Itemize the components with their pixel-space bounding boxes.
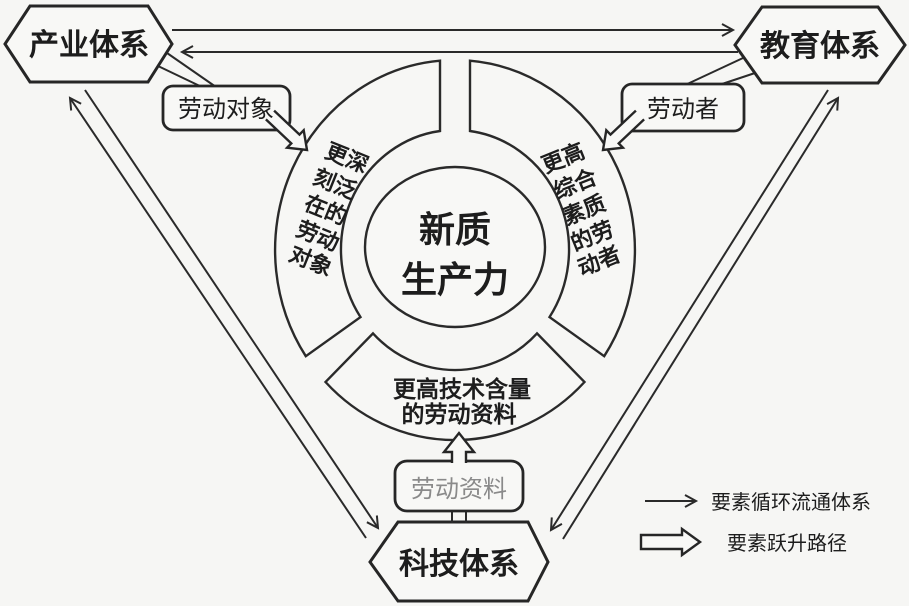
connector-industry-labor-object-2 <box>166 52 217 88</box>
core-label-line1: 新质 <box>419 209 491 250</box>
core-circle <box>363 165 547 329</box>
legend-leap-label: 要素跃升路径 <box>727 532 847 555</box>
ring-bottom-row-1: 更高技术含量 <box>393 376 531 402</box>
node-education-system <box>733 5 907 85</box>
node-technology-system <box>368 520 550 603</box>
technology-system-label: 科技体系 <box>399 548 519 581</box>
ring-segment-left <box>273 59 442 358</box>
legend-hollow-arrow-icon <box>639 526 703 558</box>
flow-arrow-education-to-technology <box>549 89 829 532</box>
labor-object-label: 劳动对象 <box>178 96 274 123</box>
laborer-label: 劳动者 <box>647 96 719 123</box>
connector-education-laborer-1 <box>682 57 744 87</box>
flow-arrow-technology-to-education <box>562 96 840 540</box>
education-system-label: 教育体系 <box>760 29 880 63</box>
box-laborer <box>620 82 746 133</box>
box-labor-object <box>161 84 292 132</box>
ring-segment-bottom <box>323 331 587 442</box>
ring-bottom-row-2: 的劳动资料 <box>402 401 517 427</box>
legend-circulation-label: 要素循环流通体系 <box>711 491 871 514</box>
leap-arrow-labor-materials <box>441 431 477 463</box>
flow-arrow-technology-to-industry <box>68 96 367 539</box>
labor-materials-label: 劳动资料 <box>411 476 507 503</box>
leap-arrow-laborer <box>601 109 645 152</box>
connector-industry-labor-object-1 <box>157 65 205 89</box>
core-label-line2: 生产力 <box>401 259 509 300</box>
node-industry-system <box>3 4 174 84</box>
industry-system-label: 产业体系 <box>29 29 149 62</box>
flow-arrow-industry-to-technology <box>84 89 380 530</box>
leap-arrow-labor-object <box>265 109 309 152</box>
ring-segment-right <box>468 59 637 358</box>
